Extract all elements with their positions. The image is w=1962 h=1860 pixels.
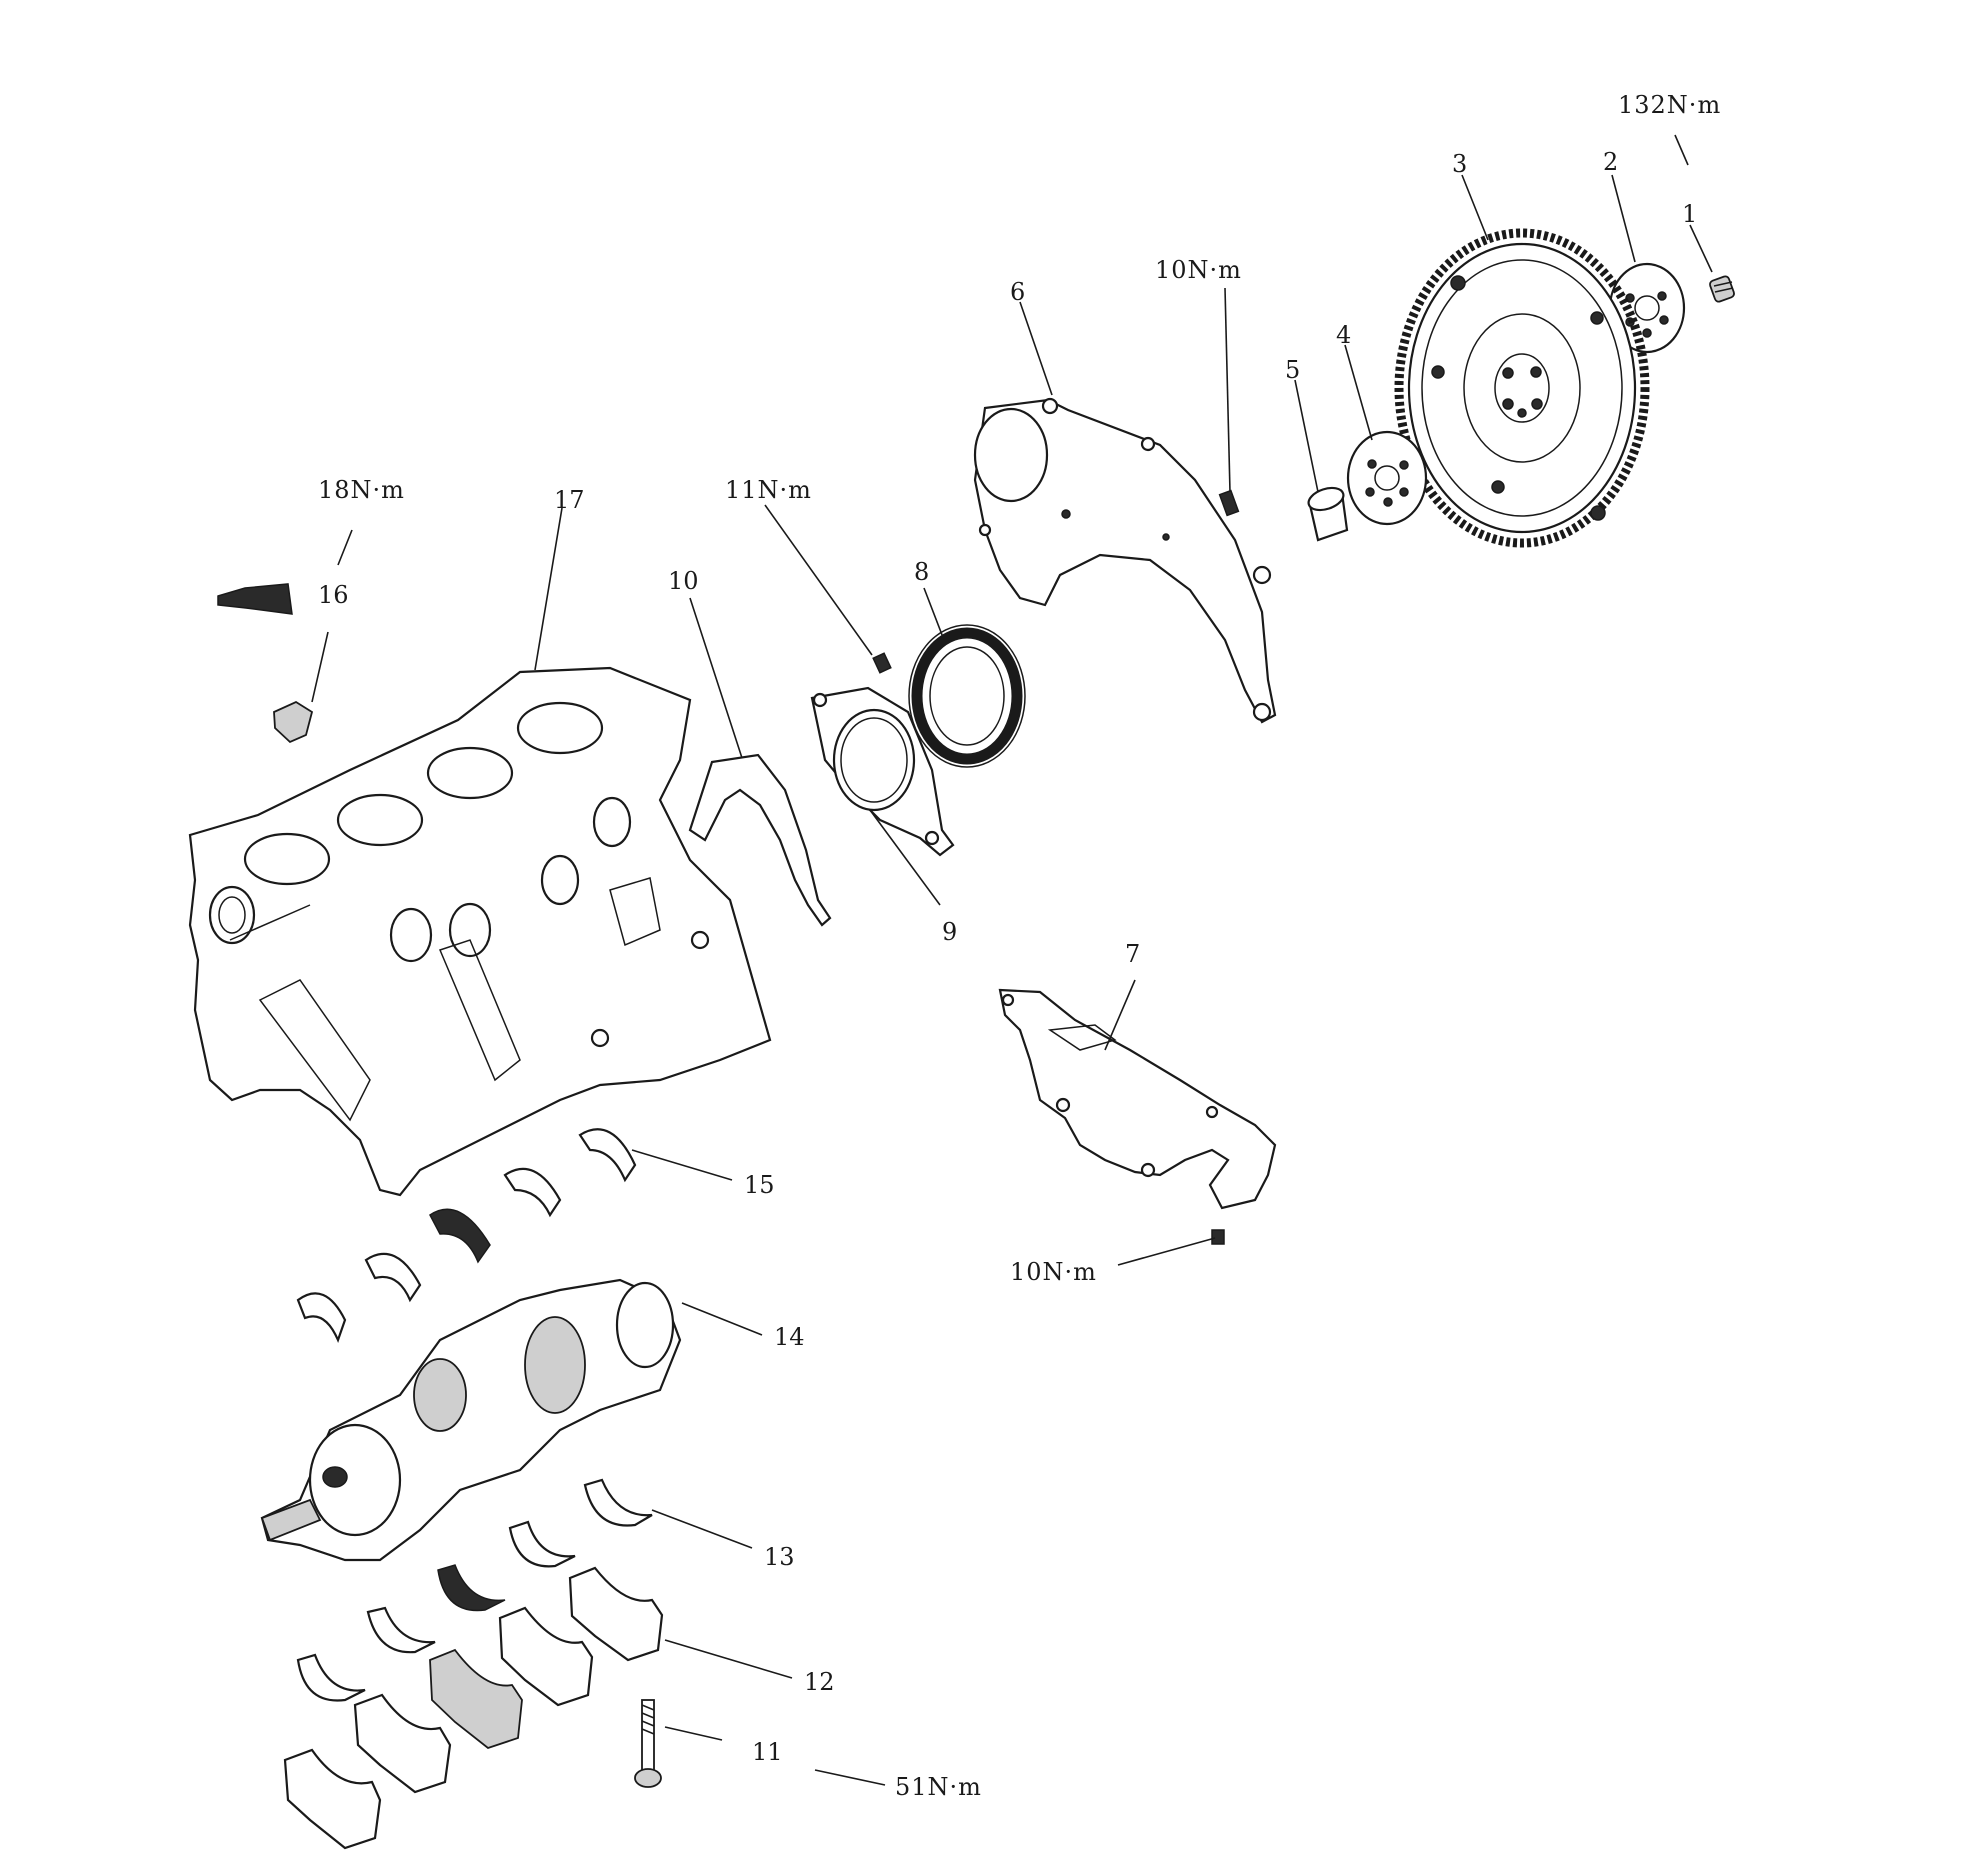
torque-18: 18N·m — [318, 476, 405, 504]
seal-housing-bolt — [872, 652, 892, 674]
part-12-main-bearing-caps — [283, 1566, 664, 1850]
part-13-lower-bearing-shells — [296, 1478, 653, 1702]
torque-10-bottom: 10N·m — [1010, 1258, 1097, 1286]
part-7-rear-cover — [998, 988, 1277, 1210]
callout-numbers: 1 2 3 4 5 6 7 8 9 10 11 12 13 14 15 16 1… — [318, 148, 1697, 1766]
torque-11: 11N·m — [725, 476, 812, 504]
part-5-pilot-bushing — [1307, 486, 1349, 542]
callout-14: 14 — [774, 1323, 805, 1351]
callout-1: 1 — [1682, 200, 1697, 228]
rear-cover-bolt — [1211, 1229, 1225, 1245]
callout-16: 16 — [318, 581, 349, 609]
callout-12: 12 — [804, 1668, 835, 1696]
torque-132: 132N·m — [1618, 91, 1721, 119]
torque-specs: 132N·m 10N·m 11N·m 18N·m 10N·m 51N·m — [318, 91, 1721, 1801]
part-14-crankshaft — [260, 1278, 682, 1562]
part-15-upper-bearing-shells — [296, 1128, 637, 1344]
part-16-oil-pressure-switch — [217, 583, 314, 744]
part-1-flywheel-bolt — [1709, 275, 1735, 303]
callout-7: 7 — [1125, 940, 1140, 968]
callout-11: 11 — [752, 1738, 783, 1766]
callout-6: 6 — [1010, 278, 1025, 306]
callout-5: 5 — [1285, 356, 1300, 384]
part-10-gasket — [688, 753, 832, 927]
callout-3: 3 — [1452, 150, 1467, 178]
part-11-main-bearing-bolt — [634, 1699, 662, 1788]
torque-51: 51N·m — [895, 1773, 982, 1801]
part-2-washer-plate — [1608, 262, 1686, 354]
callout-17: 17 — [554, 486, 585, 514]
leader-lines — [311, 134, 1713, 1786]
part-3-flywheel — [1394, 228, 1650, 548]
end-plate-bolt — [1218, 489, 1240, 517]
callout-9: 9 — [942, 918, 957, 946]
callout-10: 10 — [668, 567, 699, 595]
callout-13: 13 — [764, 1543, 795, 1571]
callout-2: 2 — [1603, 148, 1618, 176]
part-17-cylinder-block — [188, 666, 772, 1197]
callout-15: 15 — [744, 1171, 775, 1199]
callout-4: 4 — [1336, 321, 1351, 349]
part-9-oil-seal-housing — [810, 686, 955, 857]
torque-10-top: 10N·m — [1155, 256, 1242, 284]
part-6-rear-end-plate — [973, 397, 1277, 724]
callout-8: 8 — [914, 558, 929, 586]
part-8-rear-oil-seal — [908, 624, 1026, 768]
part-4-spacer-plate — [1346, 430, 1428, 526]
